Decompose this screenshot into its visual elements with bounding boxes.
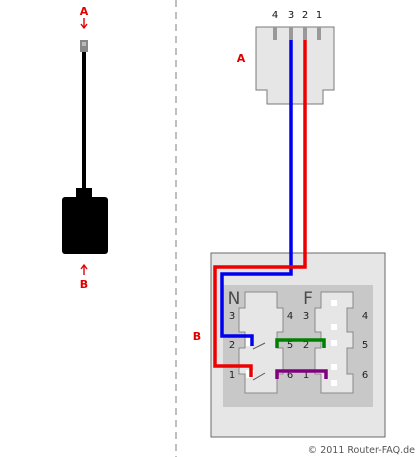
n-pin-2: 2 bbox=[229, 340, 235, 351]
tae-plug-icon bbox=[76, 188, 92, 198]
plug-pin-2: 2 bbox=[302, 10, 308, 21]
f-pin-5: 5 bbox=[362, 340, 368, 351]
arrow-up-icon bbox=[80, 263, 88, 275]
socket-label-n: N bbox=[228, 289, 241, 309]
f-pin-1: 1 bbox=[303, 370, 309, 381]
socket-label-f: F bbox=[303, 289, 313, 309]
arrow-down-icon bbox=[80, 18, 88, 30]
f-pin-6: 6 bbox=[362, 370, 368, 381]
f-pin-4: 4 bbox=[362, 311, 368, 322]
socket-f-slot bbox=[314, 291, 354, 394]
cable-line bbox=[82, 52, 86, 190]
wire-green bbox=[275, 338, 326, 348]
plug-pin-3: 3 bbox=[288, 10, 294, 21]
cable-label-a: A bbox=[80, 5, 89, 18]
cable-illustration: A B bbox=[62, 5, 108, 291]
n-pin-5: 5 bbox=[287, 340, 293, 351]
rj11-jack: 4 3 2 1 A bbox=[237, 10, 335, 105]
n-pin-3: 3 bbox=[229, 311, 235, 322]
wire-purple bbox=[275, 369, 328, 379]
plug-pin-1: 1 bbox=[316, 10, 322, 21]
tae-socket: N F 3 2 1 4 5 6 3 2 1 4 5 6 B bbox=[193, 252, 386, 438]
wire-blue bbox=[220, 40, 293, 346]
jack-label-a: A bbox=[237, 52, 246, 65]
n-pin-6: 6 bbox=[287, 370, 293, 381]
n-pin-4: 4 bbox=[287, 311, 293, 322]
cable-label-b: B bbox=[80, 278, 88, 291]
wire-red bbox=[213, 40, 307, 377]
socket-label-b: B bbox=[193, 330, 201, 343]
plug-pin-4: 4 bbox=[272, 10, 278, 21]
f-pin-2: 2 bbox=[303, 340, 309, 351]
copyright-text: © 2011 Router-FAQ.de bbox=[308, 445, 415, 456]
f-pin-3: 3 bbox=[303, 311, 309, 322]
n-pin-1: 1 bbox=[229, 370, 235, 381]
